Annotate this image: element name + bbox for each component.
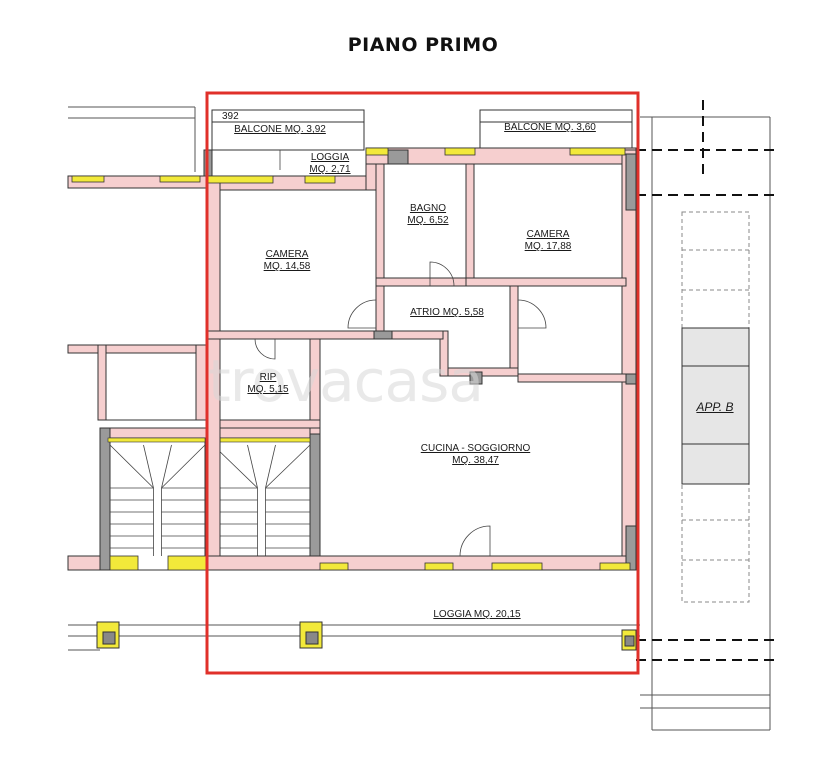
left-neighbour-walls [67, 175, 209, 571]
label-balcone-right: BALCONE MQ. 3,60 [504, 122, 596, 133]
stair-tread [161, 444, 206, 489]
stair-tread [265, 444, 311, 489]
label-atrio: ATRIO MQ. 5,58 [410, 307, 484, 318]
camera-right-area: MQ. 17,88 [524, 241, 572, 252]
cucina-name: CUCINA - SOGGIORNO [420, 443, 531, 454]
adjacent-stair-grid [681, 327, 750, 485]
rip-area: MQ. 5,15 [247, 384, 289, 395]
label-balcone-left: BALCONE MQ. 3,92 [234, 124, 326, 135]
label-camera-right: CAMERA MQ. 17,88 [513, 229, 583, 253]
stair-tread [109, 444, 154, 489]
label-bagno: BAGNO MQ. 6,52 [398, 203, 458, 227]
door-swings [254, 150, 547, 557]
loggia-top-area: MQ. 2,71 [309, 164, 351, 175]
context-lines [68, 106, 771, 731]
balconies [211, 109, 633, 151]
rip-name: RIP [259, 372, 277, 383]
stair-tread [143, 444, 154, 489]
windows [207, 147, 631, 571]
highlight-frame [205, 91, 640, 675]
label-camera-left: CAMERA MQ. 14,58 [252, 249, 322, 273]
label-rip: RIP MQ. 5,15 [238, 372, 298, 396]
stair-tread [265, 444, 276, 489]
bagno-name: BAGNO [409, 203, 447, 214]
label-app-b: APP. B [696, 400, 734, 414]
adjacent-apartment-dashes [636, 100, 775, 661]
loggia-bottom-pillars [96, 621, 637, 651]
stair-tread [161, 444, 172, 489]
camera-right-name: CAMERA [526, 229, 570, 240]
camera-left-area: MQ. 14,58 [263, 261, 311, 272]
cucina-area: MQ. 38,47 [452, 455, 499, 466]
label-loggia-bottom: LOGGIA MQ. 20,15 [433, 609, 521, 620]
bagno-area: MQ. 6,52 [407, 215, 449, 226]
loggia-top-name: LOGGIA [310, 152, 350, 163]
page-title: PIANO PRIMO [347, 34, 499, 56]
watermark: trovacasa [208, 347, 484, 415]
label-loggia-top: LOGGIA MQ. 2,71 [300, 152, 360, 176]
stair-tread [247, 444, 258, 489]
corner-note: 392 [222, 111, 239, 122]
label-cucina-soggiorno: CUCINA - SOGGIORNO MQ. 38,47 [418, 443, 533, 467]
camera-left-name: CAMERA [265, 249, 309, 260]
